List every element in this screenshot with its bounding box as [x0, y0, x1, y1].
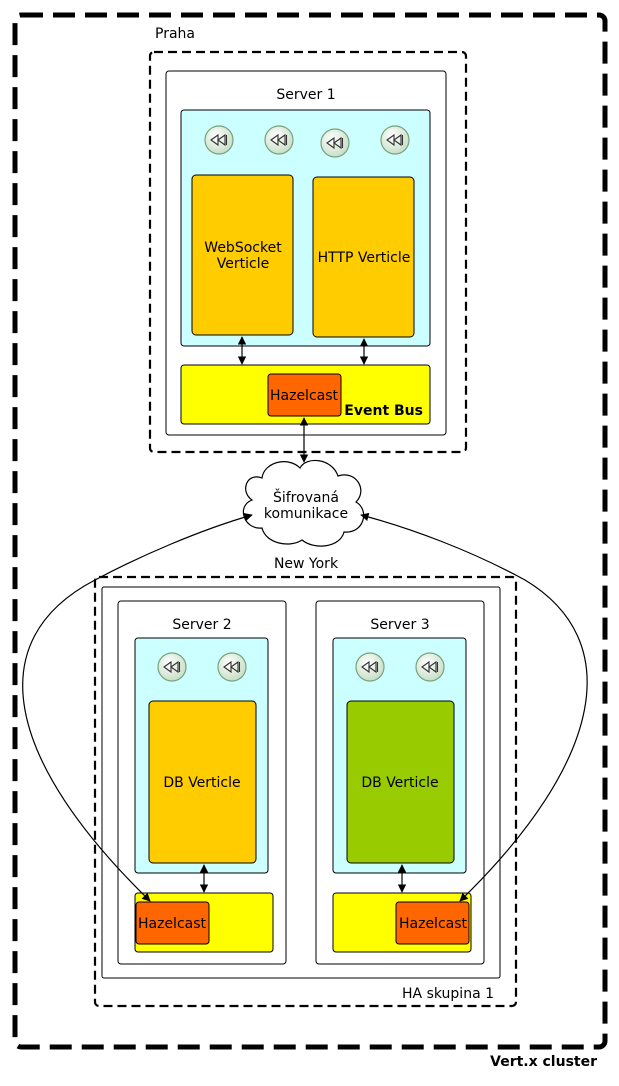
praha-region — [148, 50, 468, 454]
rewind-icon — [415, 652, 445, 682]
server2-db-verticle-label: DB Verticle — [163, 775, 240, 791]
rewind-icon — [204, 125, 234, 155]
rewind-icon — [355, 652, 385, 682]
ha-group-label: HA skupina 1 — [402, 986, 494, 1002]
server1-title: Server 1 — [276, 87, 335, 103]
hazelcast-server2-label: Hazelcast — [138, 916, 207, 932]
connector-server3-cloud — [360, 512, 588, 902]
praha-label: Praha — [155, 26, 195, 42]
websocket-verticle-label-1: WebSocket — [204, 240, 282, 256]
rewind-icon — [157, 652, 187, 682]
hazelcast-praha — [267, 373, 342, 417]
event-bus-label: Event Bus — [344, 403, 423, 419]
network-label-1: Šifrovaná — [273, 488, 339, 506]
cloud-icon — [242, 459, 365, 547]
new-york-region — [93, 575, 518, 1008]
rewind-icon — [217, 652, 247, 682]
server2-title: Server 2 — [172, 617, 231, 633]
hazelcast-server2 — [135, 901, 210, 945]
cluster-boundary — [12, 12, 608, 1050]
hazelcast-praha-label: Hazelcast — [270, 388, 339, 404]
new-york-label: New York — [274, 556, 339, 572]
websocket-verticle — [191, 174, 294, 336]
server3-db-verticle-label: DB Verticle — [361, 775, 438, 791]
hazelcast-server3 — [395, 901, 470, 945]
cluster-label: Vert.x cluster — [490, 1054, 597, 1070]
connector-server2-cloud — [22, 513, 253, 902]
server3-title: Server 3 — [370, 617, 429, 633]
http-verticle — [312, 176, 415, 338]
websocket-verticle-label-2: Verticle — [217, 256, 269, 272]
rewind-icon — [320, 128, 350, 158]
rewind-icon — [380, 125, 410, 155]
network-label-2: komunikace — [264, 506, 348, 522]
rewind-icon — [264, 125, 294, 155]
hazelcast-server3-label: Hazelcast — [399, 916, 468, 932]
http-verticle-label: HTTP Verticle — [318, 250, 411, 266]
